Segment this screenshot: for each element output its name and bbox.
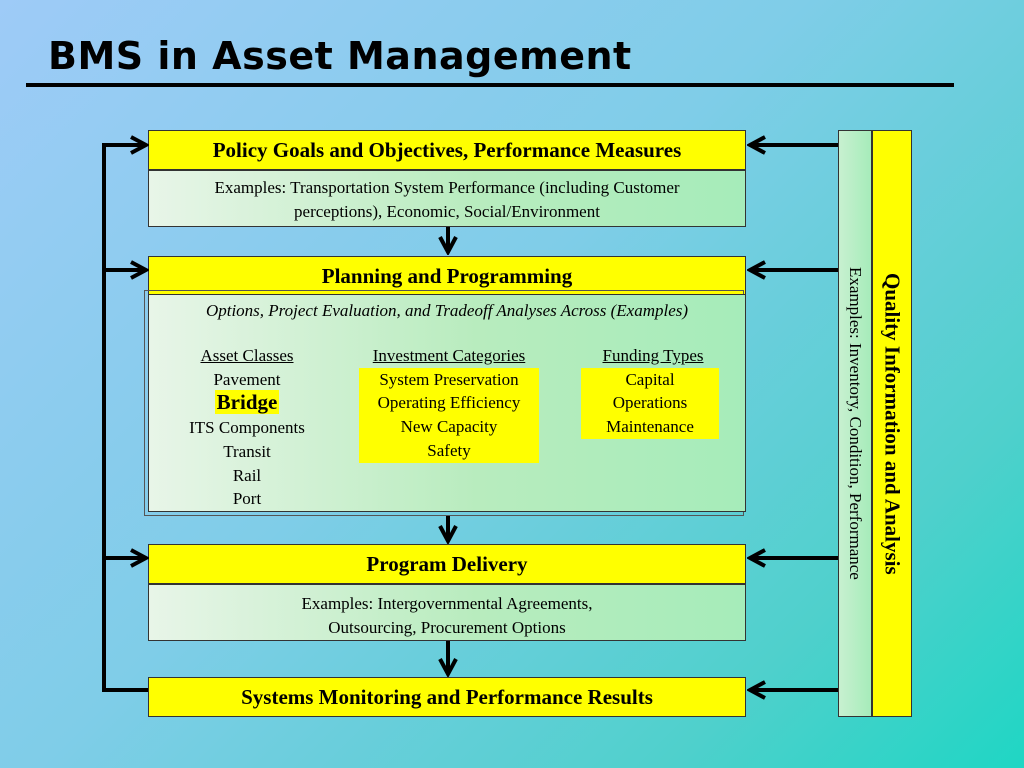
- asset-classes-heading: Asset Classes: [200, 346, 294, 365]
- asset-class-item: Rail: [232, 465, 262, 485]
- policy-goals-header-label: Policy Goals and Objectives, Performance…: [212, 137, 682, 162]
- planning-header: Planning and Programming: [148, 256, 746, 296]
- planning-subtitle: Options, Project Evaluation, and Tradeof…: [205, 301, 689, 320]
- policy-goals-header: Policy Goals and Objectives, Performance…: [148, 130, 746, 170]
- quality-text: Quality Information and Analysis: [880, 272, 905, 575]
- funding-types-column: Funding Types Capital Operations Mainten…: [579, 344, 727, 439]
- planning-panel: Options, Project Evaluation, and Tradeof…: [148, 294, 746, 512]
- policy-examples-box: Examples: Transportation System Performa…: [148, 170, 746, 227]
- funding-types-heading: Funding Types: [602, 346, 704, 365]
- program-delivery-header-label: Program Delivery: [366, 551, 528, 576]
- title-underline: [26, 83, 954, 87]
- investment-category-item: System Preservation: [379, 369, 519, 389]
- asset-class-item: Port: [232, 489, 262, 509]
- investment-category-item: Operating Efficiency: [377, 393, 521, 413]
- side-examples-text: Examples: Inventory, Condition, Performa…: [846, 267, 865, 580]
- policy-examples-line2: perceptions), Economic, Social/Environme…: [294, 202, 600, 221]
- investment-categories-heading: Investment Categories: [372, 346, 526, 365]
- asset-class-item: ITS Components: [189, 418, 305, 438]
- planning-header-label: Planning and Programming: [321, 263, 573, 288]
- investment-categories-list: System Preservation Operating Efficiency…: [359, 367, 539, 463]
- funding-type-item: Operations: [612, 393, 688, 413]
- delivery-examples-line2: Outsourcing, Procurement Options: [328, 618, 566, 637]
- funding-type-item: Capital: [625, 369, 675, 389]
- investment-categories-column: Investment Categories System Preservatio…: [353, 344, 545, 463]
- asset-class-item-bridge: Bridge: [169, 390, 325, 416]
- funding-type-item: Maintenance: [606, 417, 694, 437]
- monitoring-header-label: Systems Monitoring and Performance Resul…: [241, 684, 653, 709]
- delivery-examples-line1: Examples: Intergovernmental Agreements,: [301, 594, 593, 613]
- side-examples-column: Examples: Inventory, Condition, Performa…: [838, 130, 872, 717]
- investment-category-item: Safety: [427, 440, 471, 460]
- monitoring-header: Systems Monitoring and Performance Resul…: [148, 677, 746, 717]
- delivery-examples-box: Examples: Intergovernmental Agreements, …: [148, 584, 746, 641]
- program-delivery-header: Program Delivery: [148, 544, 746, 584]
- bridge-highlight: Bridge: [214, 390, 280, 415]
- policy-examples-line1: Examples: Transportation System Performa…: [214, 178, 680, 197]
- asset-class-item: Transit: [223, 441, 271, 461]
- page-title: BMS in Asset Management: [48, 34, 632, 78]
- quality-column: Quality Information and Analysis: [872, 130, 912, 717]
- funding-types-list: Capital Operations Maintenance: [581, 367, 719, 439]
- asset-classes-column: Asset Classes Pavement Bridge ITS Compon…: [169, 344, 325, 511]
- asset-class-item: Pavement: [213, 369, 281, 389]
- investment-category-item: New Capacity: [400, 417, 498, 437]
